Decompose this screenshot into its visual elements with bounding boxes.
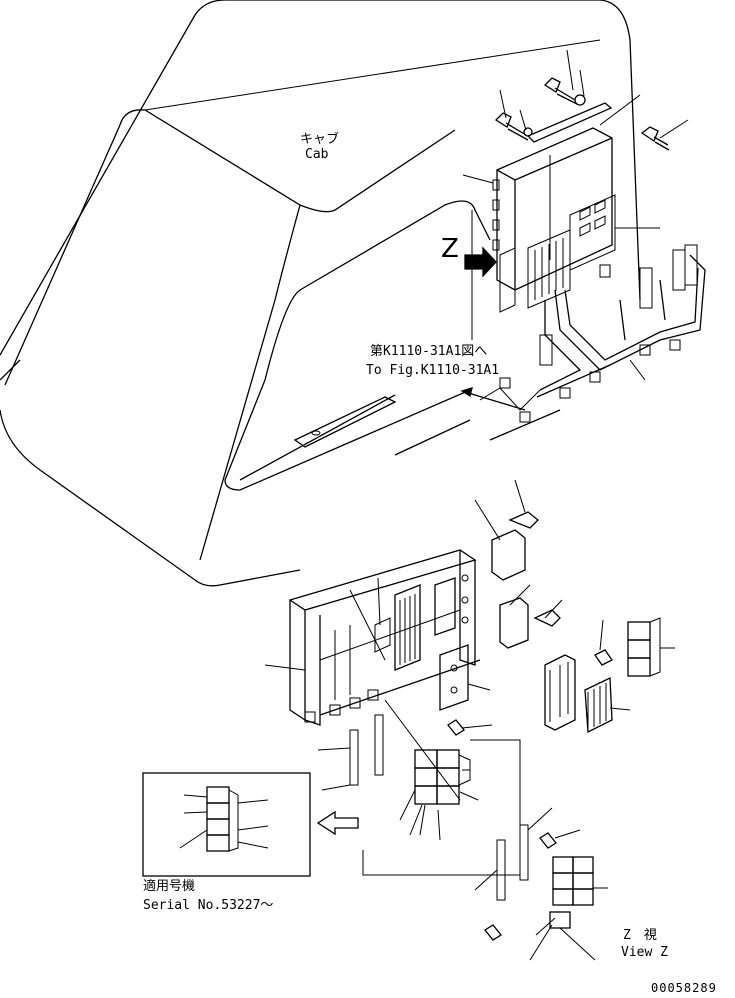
- cab-label-en: Cab: [305, 147, 329, 162]
- controller-assembly: [479, 77, 706, 423]
- leader-lines-lower: [264, 479, 675, 961]
- fuse-block-right: [627, 617, 661, 677]
- view-z-frame: [349, 714, 521, 876]
- view-z-letter: Z: [441, 234, 459, 264]
- bracket-assembly: [288, 511, 613, 736]
- leader-lines-top: [462, 49, 689, 381]
- view-z-label-jp: Z 視: [623, 928, 657, 943]
- fig-reference-en: To Fig.K1110-31A1: [366, 363, 500, 378]
- cab-outline: [0, 0, 641, 587]
- serial-label-en: Serial No.53227～: [143, 898, 274, 913]
- serial-label-jp: 適用号機: [143, 879, 196, 894]
- reference-arrow: [460, 387, 526, 411]
- fig-reference-jp: 第K1110-31A1図へ: [370, 344, 488, 359]
- serial-detail-box: [142, 772, 359, 877]
- view-z-arrow: [464, 246, 497, 278]
- drawing-number: 00058289: [651, 981, 717, 995]
- cab-label-jp: キャブ: [300, 132, 340, 147]
- view-z-label-en: View Z: [621, 945, 668, 960]
- bottom-right-parts: [484, 824, 594, 941]
